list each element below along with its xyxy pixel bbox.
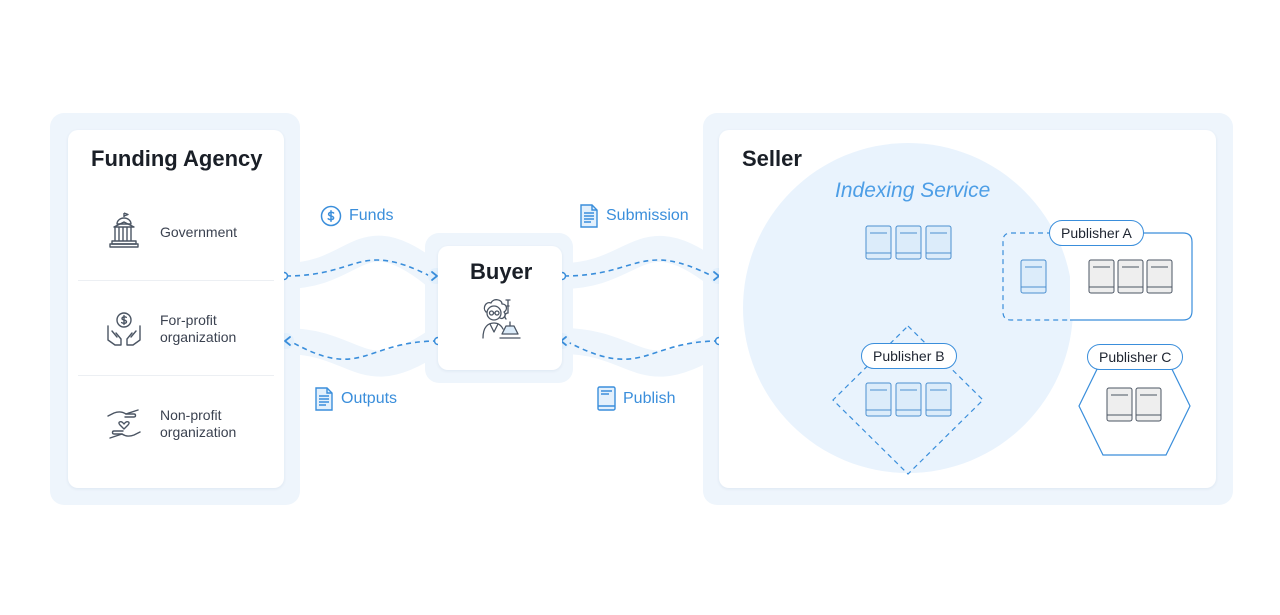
funds-label: Funds <box>320 205 393 227</box>
publish-text: Publish <box>623 389 676 407</box>
journal-icon <box>895 382 922 417</box>
document-icon <box>580 204 598 228</box>
publisher-a-pill[interactable]: Publisher A <box>1049 220 1144 246</box>
outputs-line <box>289 340 439 361</box>
hands-heart-icon <box>107 409 141 439</box>
publish-label: Publish <box>597 386 675 411</box>
journal-icon <box>1106 387 1133 422</box>
org-label-for-profit: For-profit organization <box>160 312 237 345</box>
org-item-government[interactable]: Government <box>68 186 284 280</box>
submission-text: Submission <box>606 207 689 224</box>
publisher-c-journals <box>1106 387 1162 422</box>
journal-book-icon <box>597 386 616 411</box>
org-label-non-profit: Non-profit organization <box>160 407 237 440</box>
publisher-b-journals <box>865 382 952 417</box>
journal-icon <box>865 225 892 260</box>
dollar-coin-icon <box>320 205 342 227</box>
journal-icon <box>895 225 922 260</box>
funding-agency-title: Funding Agency <box>91 146 263 171</box>
submission-line <box>563 259 713 277</box>
publisher-c-region <box>1078 356 1191 456</box>
buyer-card[interactable] <box>438 246 562 370</box>
outputs-arrowhead <box>284 336 291 346</box>
journal-icon <box>925 382 952 417</box>
submission-band <box>549 235 731 289</box>
journal-icon <box>865 382 892 417</box>
journal-icon <box>1020 259 1047 294</box>
org-divider-1 <box>78 280 274 281</box>
document-icon <box>315 387 333 411</box>
funds-arrowhead <box>431 271 438 281</box>
indexing-service-title: Indexing Service <box>835 179 991 202</box>
org-item-non-profit[interactable]: Non-profit organization <box>68 378 284 472</box>
buyer-title: Buyer <box>470 259 533 284</box>
outputs-text: Outputs <box>341 390 398 407</box>
publisher-c-pill[interactable]: Publisher C <box>1087 344 1184 370</box>
indexing-journals <box>865 225 952 260</box>
org-divider-2 <box>78 375 274 376</box>
journal-icon <box>1146 259 1173 294</box>
submission-label: Submission <box>579 204 689 228</box>
hands-dollar-icon <box>107 312 141 346</box>
journal-icon <box>1135 387 1162 422</box>
publisher-b-pill[interactable]: Publisher B <box>861 343 957 369</box>
funds-band <box>271 235 447 289</box>
publisher-a-journals <box>1088 259 1173 294</box>
funds-line <box>285 259 431 277</box>
journal-cover-details <box>866 232 1172 416</box>
funding-agency-card <box>68 130 284 488</box>
outputs-band <box>271 328 449 377</box>
funds-text: Funds <box>349 207 394 224</box>
journal-icon <box>925 225 952 260</box>
publisher-a-shared-journal <box>1020 259 1047 294</box>
org-item-for-profit[interactable]: For-profit organization <box>68 283 284 377</box>
government-building-icon <box>109 212 139 248</box>
outputs-label: Outputs <box>314 387 397 411</box>
seller-title: Seller <box>742 146 802 171</box>
publish-band <box>549 328 732 377</box>
journal-icon <box>1088 259 1115 294</box>
publisher-b-region <box>832 325 984 475</box>
journal-icon <box>1117 259 1144 294</box>
researcher-icon <box>482 299 521 339</box>
org-label-government: Government <box>160 224 238 240</box>
indexing-service-circle <box>743 143 1073 473</box>
